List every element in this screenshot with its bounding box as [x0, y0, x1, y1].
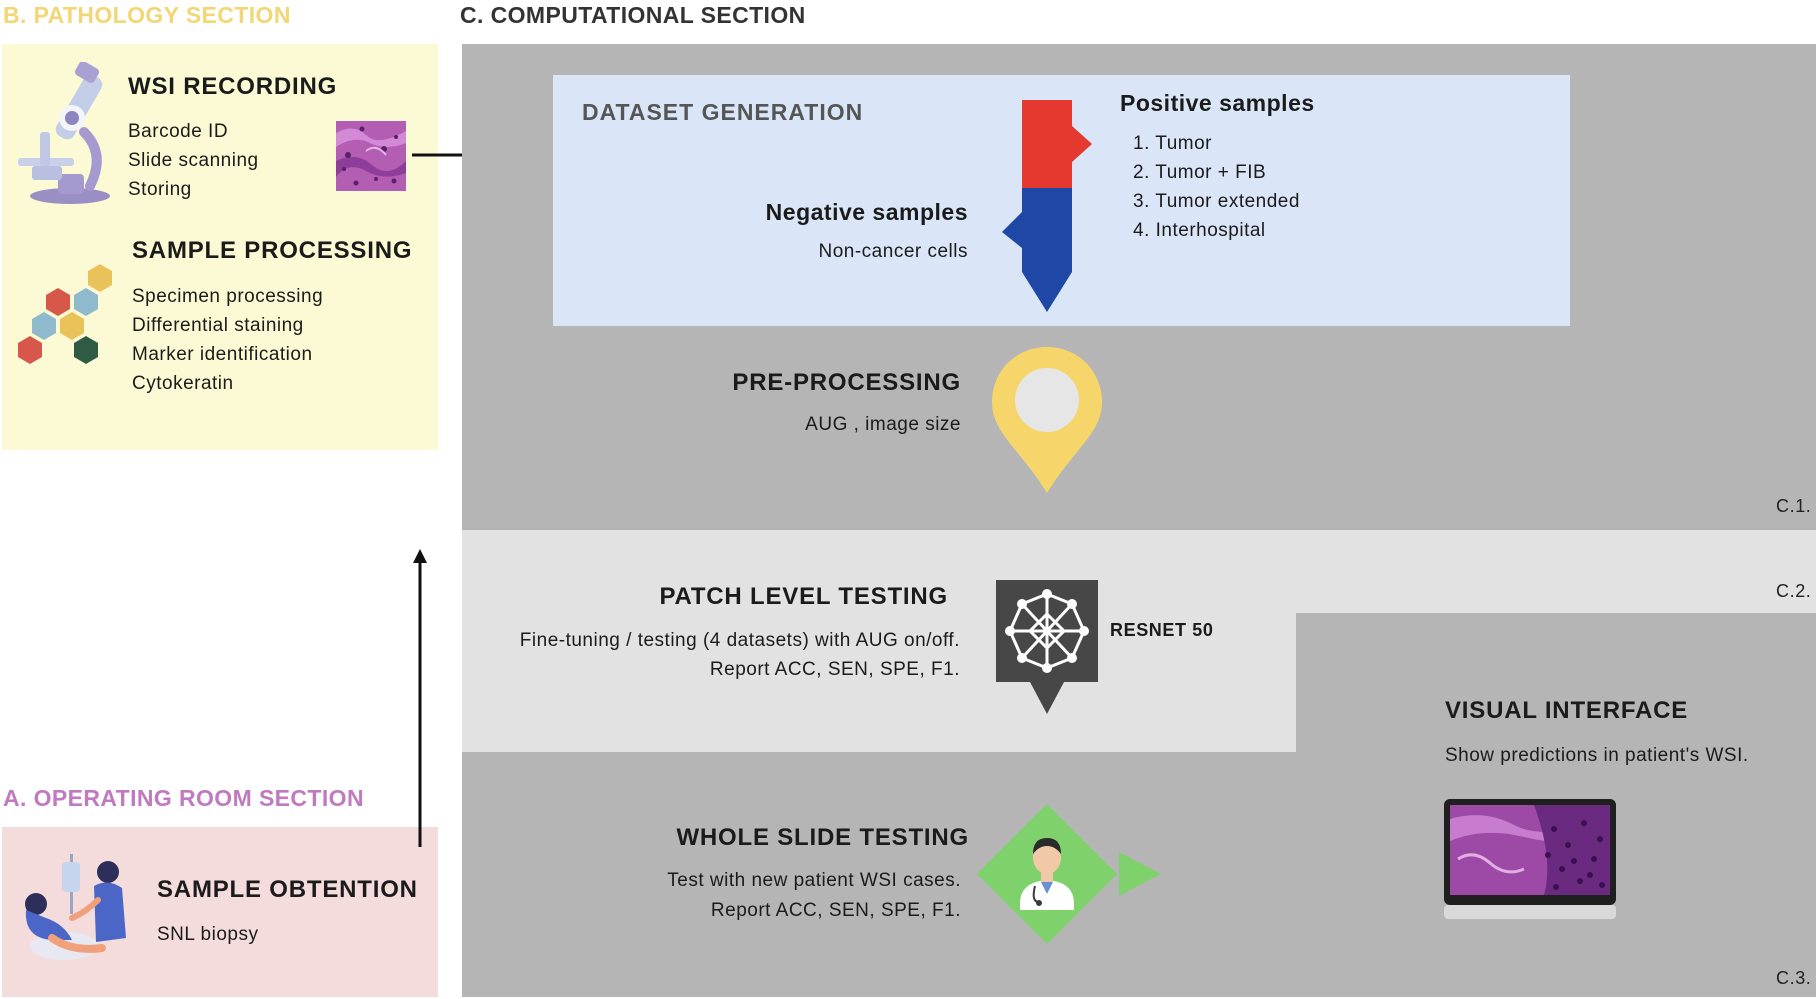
stage-label-c2: C.2. — [1776, 581, 1812, 601]
patch-level-testing-line1: Fine-tuning / testing (4 datasets) with … — [519, 630, 960, 651]
sample-processing-title: SAMPLE PROCESSING — [132, 237, 413, 264]
operating-room-panel — [2, 827, 438, 997]
positive-item: 1. Tumor — [1133, 133, 1212, 154]
tissue-thumbnail — [336, 121, 406, 191]
resnet-label: RESNET 50 — [1110, 620, 1214, 640]
stage-label-c1: C.1. — [1776, 496, 1812, 516]
pre-processing-desc: AUG , image size — [805, 414, 961, 435]
monitor-icon — [1444, 799, 1616, 919]
whole-slide-testing-line2: Report ACC, SEN, SPE, F1. — [710, 900, 961, 921]
positive-samples-title: Positive samples — [1120, 90, 1315, 116]
pathology-section-title: B. PATHOLOGY SECTION — [3, 2, 291, 28]
location-pin-icon — [992, 347, 1102, 493]
visual-interface-desc: Show predictions in patient's WSI. — [1445, 745, 1749, 766]
wsi-recording-title: WSI RECORDING — [128, 73, 338, 100]
dataset-generation-title: DATASET GENERATION — [582, 99, 864, 125]
positive-samples-list: 1. Tumor 2. Tumor + FIB 3. Tumor extende… — [1133, 129, 1300, 245]
pre-processing-title: PRE-PROCESSING — [732, 369, 961, 396]
stage-label-c3: C.3. — [1776, 968, 1812, 988]
wsi-item-scanning: Slide scanning — [128, 150, 259, 171]
wsi-item-barcode: Barcode ID — [128, 121, 229, 142]
sample-processing-item-marker: Marker identification — [132, 344, 313, 365]
computational-panel-c3-right — [1296, 613, 1816, 752]
positive-item: 2. Tumor + FIB — [1133, 162, 1267, 183]
patch-level-testing-line2: Report ACC, SEN, SPE, F1. — [709, 659, 960, 680]
surgery-icon — [25, 854, 126, 960]
computational-section-title: C. COMPUTATIONAL SECTION — [460, 2, 806, 28]
arrow-to-pathology — [413, 549, 427, 847]
neural-network-icon — [996, 580, 1098, 714]
wsi-item-storing: Storing — [128, 179, 192, 200]
visual-interface-title: VISUAL INTERFACE — [1445, 697, 1689, 724]
negative-samples-title: Negative samples — [765, 199, 968, 225]
positive-negative-arrow — [1002, 100, 1092, 312]
positive-item: 3. Tumor extended — [1133, 191, 1300, 212]
sample-processing-item-staining: Differential staining — [132, 315, 304, 336]
operating-room-section-title: A. OPERATING ROOM SECTION — [3, 785, 364, 811]
sample-processing-item-cytokeratin: Cytokeratin — [132, 373, 234, 394]
microscope-icon — [18, 62, 110, 204]
sample-obtention-title: SAMPLE OBTENTION — [157, 876, 418, 903]
patch-level-testing-title: PATCH LEVEL TESTING — [659, 583, 948, 610]
negative-samples-desc: Non-cancer cells — [818, 241, 968, 262]
doctor-icon — [977, 804, 1161, 944]
sample-obtention-item-biopsy: SNL biopsy — [157, 924, 259, 945]
positive-item: 4. Interhospital — [1133, 220, 1266, 241]
whole-slide-testing-title: WHOLE SLIDE TESTING — [676, 824, 969, 851]
sample-processing-item-specimen: Specimen processing — [132, 286, 324, 307]
whole-slide-testing-line1: Test with new patient WSI cases. — [667, 870, 961, 891]
hexagon-cluster-icon — [18, 264, 112, 364]
